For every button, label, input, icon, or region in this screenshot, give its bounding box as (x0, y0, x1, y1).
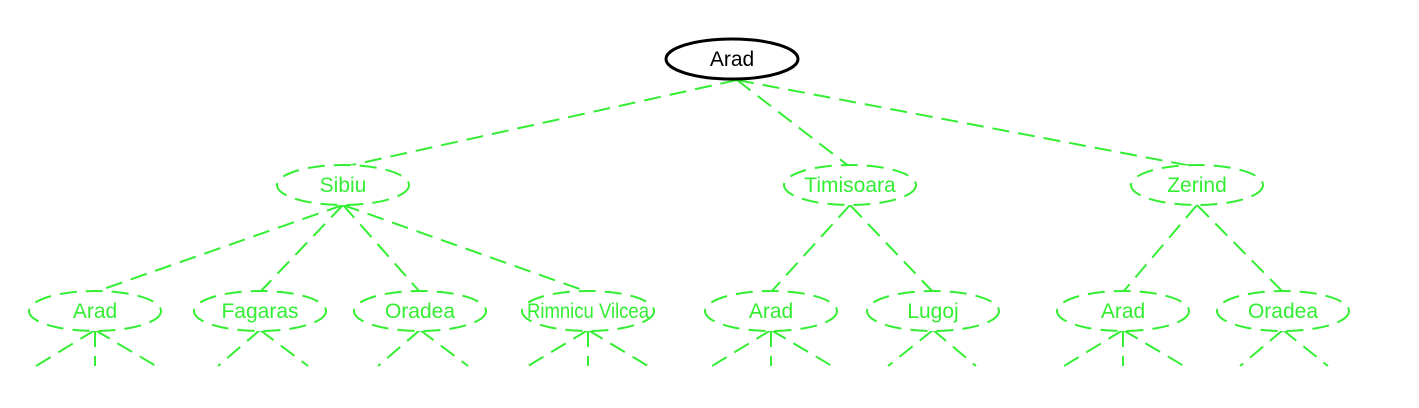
node-label: Fagaras (221, 300, 298, 323)
node-timisoara-arad: Arad (704, 290, 838, 332)
stub-edge (587, 329, 649, 367)
edge-sibiu-arad (94, 204, 344, 293)
stub-edge (259, 329, 309, 367)
stub-edge (1282, 329, 1329, 367)
stub-edge (35, 329, 96, 367)
node-label: Sibiu (320, 174, 367, 197)
stub-edge (1239, 329, 1284, 367)
edges-level2-stubs (35, 329, 1329, 367)
node-sibiu-oradea: Oradea (353, 290, 487, 332)
node-ellipse (276, 164, 410, 206)
stub-edge (932, 329, 977, 367)
node-sibiu: Sibiu (276, 164, 410, 206)
node-ellipse (704, 290, 838, 332)
edge-zerind-arad (1122, 204, 1198, 293)
edge-zerind-oradea (1196, 204, 1284, 293)
node-ellipse (353, 290, 487, 332)
stub-edge (419, 329, 469, 367)
node-ellipse (783, 164, 917, 206)
stub-edge (527, 329, 589, 367)
stub-edge (770, 329, 833, 367)
node-label: Arad (749, 300, 793, 323)
node-timisoara: Timisoara (783, 164, 917, 206)
node-label: Arad (73, 300, 117, 323)
node-label: Timisoara (804, 174, 896, 197)
node-label: Oradea (385, 300, 455, 323)
edge-sibiu-fagaras (259, 204, 344, 293)
node-ellipse (193, 290, 327, 332)
edge-arad-timisoara (736, 79, 851, 168)
stub-edge (94, 329, 157, 367)
edge-arad-zerind (736, 79, 1198, 168)
node-zerind-arad: Arad (1056, 290, 1190, 332)
node-label: Arad (1101, 300, 1145, 323)
stub-edge (887, 329, 934, 367)
stub-edge (1122, 329, 1185, 367)
edges-root-to-level1 (342, 79, 1198, 168)
node-label: Zerind (1167, 174, 1227, 197)
edge-sibiu-rimnicu-vilcea (342, 204, 589, 293)
stub-edge (217, 329, 261, 367)
stub-edge (711, 329, 772, 367)
node-label: Arad (710, 48, 754, 71)
edge-arad-sibiu (342, 79, 738, 168)
node-sibiu-arad: Arad (28, 290, 162, 332)
node-sibiu-rimnicu-vilcea: Rimnicu Vilcea (521, 290, 655, 332)
edge-timisoara-arad (770, 204, 851, 293)
node-ellipse (1056, 290, 1190, 332)
node-root-arad: Arad (664, 37, 800, 81)
edge-timisoara-lugoj (849, 204, 934, 293)
node-sibiu-fagaras: Fagaras (193, 290, 327, 332)
edges-level1-to-level2 (94, 204, 1284, 293)
stub-edge (1063, 329, 1124, 367)
node-timisoara-lugoj: Lugoj (866, 290, 1000, 332)
node-label: Rimnicu Vilcea (527, 300, 649, 323)
node-ellipse (1130, 164, 1264, 206)
stub-edge (377, 329, 421, 367)
node-ellipse (1216, 290, 1350, 332)
node-zerind-oradea: Oradea (1216, 290, 1350, 332)
node-label: Lugoj (907, 300, 958, 323)
node-label: Oradea (1248, 300, 1318, 323)
edge-sibiu-oradea (342, 204, 421, 293)
node-ellipse (521, 290, 655, 332)
node-ellipse (28, 290, 162, 332)
node-ellipse (866, 290, 1000, 332)
node-zerind: Zerind (1130, 164, 1264, 206)
node-ellipse (664, 37, 800, 81)
